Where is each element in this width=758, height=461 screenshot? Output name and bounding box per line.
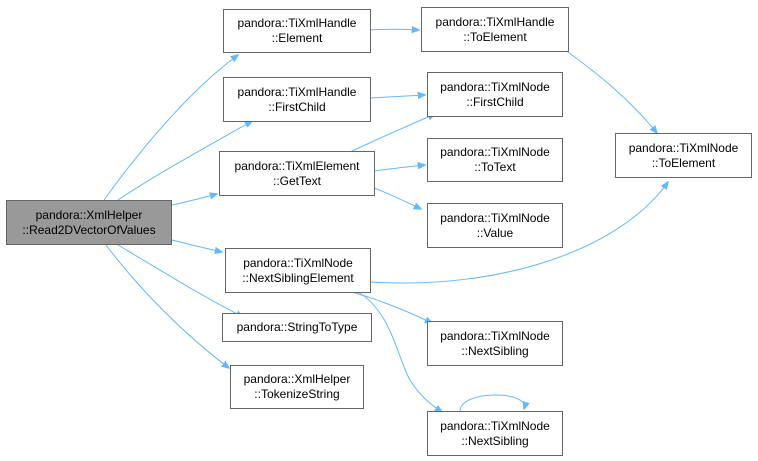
- node-label-line2: ::NextSiblingElement: [242, 270, 354, 285]
- node-tixmlhandle-toelement[interactable]: pandora::TiXmlHandle ::ToElement: [421, 7, 569, 52]
- node-tixmlhandle-firstchild[interactable]: pandora::TiXmlHandle ::FirstChild: [223, 77, 371, 122]
- edge-root-to-tokenizestring: [105, 244, 229, 368]
- node-label-line1: pandora::TiXmlElement: [234, 158, 360, 173]
- node-tixmlhandle-element[interactable]: pandora::TiXmlHandle ::Element: [223, 9, 371, 53]
- edge-nextsiblingelement-to-node-nextsibling-1: [351, 291, 432, 323]
- node-label-line2: ::Value: [476, 225, 514, 240]
- node-root-read2dvectorofvalues: pandora::XmlHelper ::Read2DVectorOfValue…: [6, 200, 172, 245]
- node-label-line1: pandora::TiXmlNode: [440, 328, 550, 343]
- node-label-line2: ::TokenizeString: [254, 387, 340, 401]
- edge-handle-element-to-handle-toelement: [369, 29, 419, 30]
- node-label-line2: ::FirstChild: [466, 94, 524, 109]
- edge-gettext-to-node-totext: [373, 165, 425, 172]
- node-tixmlnode-value[interactable]: pandora::TiXmlNode ::Value: [427, 203, 563, 248]
- node-label-line1: pandora::TiXmlNode: [440, 418, 550, 433]
- node-label-line1: pandora::TiXmlHandle: [237, 84, 357, 99]
- edge-nextsiblingelement-to-node-nextsibling-2: [357, 291, 442, 412]
- node-label-line2: ::Element: [271, 31, 323, 45]
- edge-root-to-handle-element: [103, 55, 238, 201]
- edge-handle-firstchild-to-node-firstchild: [370, 95, 425, 98]
- node-label-line1: pandora::TiXmlNode: [440, 210, 550, 225]
- edge-nextsibling-self-loop: [459, 394, 524, 412]
- node-label-line1: pandora::XmlHelper: [243, 372, 351, 386]
- node-label-line1: pandora::TiXmlHandle: [237, 16, 357, 30]
- edge-gettext-to-node-value: [373, 187, 421, 209]
- node-label-line1: pandora::StringToType: [236, 320, 358, 334]
- node-root-line2: ::Read2DVectorOfValues: [22, 222, 156, 237]
- edge-nextsiblingelement-to-node-toelement: [370, 182, 668, 284]
- edge-root-to-stringtotype: [117, 244, 243, 317]
- node-label-line1: pandora::TiXmlHandle: [435, 14, 555, 29]
- node-label-line2: ::FirstChild: [268, 99, 326, 114]
- node-xmlhelper-tokenizestring[interactable]: pandora::XmlHelper ::TokenizeString: [230, 365, 364, 409]
- node-tixmlnode-nextsibling-upper[interactable]: pandora::TiXmlNode ::NextSibling: [427, 321, 563, 366]
- node-label-line1: pandora::TiXmlNode: [440, 145, 550, 159]
- edge-root-to-node-nextsiblingelement: [171, 239, 222, 252]
- node-tixmlnode-nextsiblingelement[interactable]: pandora::TiXmlNode ::NextSiblingElement: [225, 248, 371, 293]
- edge-root-to-element-gettext: [171, 194, 217, 206]
- node-tixmlelement-gettext[interactable]: pandora::TiXmlElement ::GetText: [219, 151, 375, 196]
- node-stringtotype[interactable]: pandora::StringToType: [222, 313, 372, 342]
- node-label-line2: ::NextSibling: [461, 433, 529, 448]
- node-tixmlnode-toelement[interactable]: pandora::TiXmlNode ::ToElement: [615, 133, 752, 178]
- node-root-line1: pandora::XmlHelper: [35, 207, 143, 222]
- node-tixmlnode-totext[interactable]: pandora::TiXmlNode ::ToText: [427, 138, 563, 182]
- node-label-line2: ::ToElement: [651, 155, 716, 170]
- node-label-line2: ::GetText: [272, 173, 322, 188]
- node-label-line1: pandora::TiXmlNode: [440, 79, 550, 94]
- edge-root-to-handle-firstchild: [117, 121, 252, 201]
- node-label-line2: ::ToElement: [463, 29, 527, 44]
- node-tixmlnode-firstchild[interactable]: pandora::TiXmlNode ::FirstChild: [427, 72, 563, 117]
- edge-handle-toelement-to-node-toelement: [564, 49, 657, 133]
- edge-gettext-to-node-firstchild: [347, 114, 435, 154]
- node-label-line2: ::ToText: [474, 160, 516, 174]
- node-label-line1: pandora::TiXmlNode: [243, 255, 353, 270]
- node-tixmlnode-nextsibling-lower[interactable]: pandora::TiXmlNode ::NextSibling: [427, 411, 563, 456]
- node-label-line1: pandora::TiXmlNode: [628, 140, 739, 155]
- node-label-line2: ::NextSibling: [461, 343, 529, 358]
